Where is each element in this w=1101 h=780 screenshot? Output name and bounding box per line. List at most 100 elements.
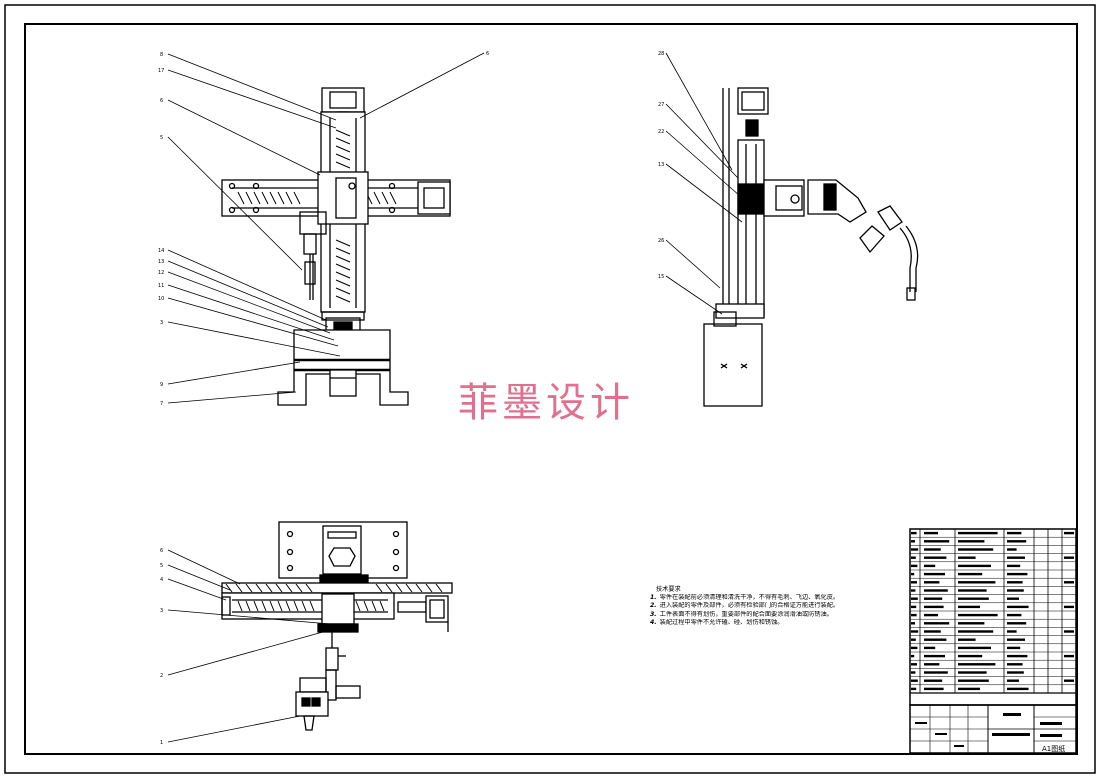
label-front-1: 8 (160, 52, 163, 58)
label-side-6: 15 (658, 274, 664, 280)
parts-cell-mark (911, 597, 918, 600)
parts-cell-mark (958, 572, 983, 576)
parts-cell-mark (1007, 663, 1023, 666)
parts-cell-mark (958, 638, 976, 641)
parts-cell-mark (911, 531, 917, 535)
parts-cell-mark (958, 630, 994, 633)
parts-cell-mark (1007, 671, 1024, 674)
parts-cell-mark (958, 589, 987, 592)
label-top-1: 6 (160, 548, 163, 554)
label-front-9: 10 (158, 296, 164, 302)
parts-cell-mark (911, 671, 916, 674)
parts-cell-mark (911, 605, 917, 609)
outer-frame (4, 4, 1096, 774)
label-front-4: 5 (160, 135, 163, 141)
technical-requirements: 技术要求 1.零件在装配前必须清理和清洗干净，不得有毛刺、飞边、氧化皮。 2.进… (650, 586, 886, 627)
parts-cell-mark (924, 581, 940, 584)
label-front-7: 12 (158, 270, 164, 276)
parts-cell-mark (924, 597, 943, 600)
parts-cell-mark (911, 540, 915, 543)
parts-cell-mark (911, 589, 916, 592)
parts-cell-mark (1007, 622, 1027, 625)
parts-cell-mark (924, 540, 950, 543)
parts-cell-mark (958, 646, 991, 650)
parts-cell-mark (911, 663, 917, 666)
parts-cell-mark (1007, 589, 1024, 592)
parts-cell-mark (911, 548, 919, 551)
parts-cell-mark (1007, 605, 1029, 609)
parts-cell-mark (1007, 679, 1019, 682)
parts-cell-mark (1064, 531, 1074, 535)
parts-cell-mark (1007, 540, 1027, 543)
parts-cell-mark (958, 564, 991, 568)
parts-cell-mark (911, 613, 917, 617)
parts-cell-mark (958, 613, 998, 617)
parts-cell-mark (911, 564, 918, 568)
parts-cell-mark (958, 654, 983, 658)
requirement-item: 2.进入装配的零件及部件，必须有检验部门的合格证方能进行装配。 (650, 602, 840, 610)
parts-cell-mark (924, 556, 947, 559)
label-top-5: 2 (160, 673, 163, 679)
parts-cell-mark (958, 663, 996, 666)
parts-list (909, 528, 1077, 706)
parts-cell-mark (1007, 548, 1017, 551)
horizontal-screw (237, 191, 397, 205)
parts-cell-mark (924, 654, 945, 658)
parts-cell-mark (911, 572, 915, 576)
parts-cell-mark (924, 622, 950, 625)
technical-requirements-title: 技术要求 (656, 586, 681, 593)
label-front-12: 7 (160, 401, 163, 407)
label-side-1: 28 (658, 51, 664, 57)
requirement-item: 3.工件表面不得有划伤，重要部件的配合面要涂润滑油或防锈油。 (650, 610, 833, 618)
parts-cell-mark (924, 531, 938, 535)
label-front-5: 14 (158, 248, 164, 254)
parts-cell-mark (958, 605, 980, 609)
label-front-8: 11 (158, 283, 164, 289)
parts-cell-mark (1007, 572, 1028, 576)
label-front-11: 9 (160, 382, 163, 388)
parts-cell-mark (1064, 630, 1074, 633)
parts-cell-mark (911, 687, 917, 691)
label-top-4: 3 (160, 608, 163, 614)
label-front-10: 3 (160, 320, 163, 326)
parts-cell-mark (1007, 597, 1019, 600)
parts-cell-mark (924, 564, 936, 568)
parts-cell-mark (958, 622, 985, 625)
parts-cell-mark (958, 540, 985, 543)
parts-cell-mark (911, 646, 918, 650)
label-top-6: 1 (160, 740, 163, 746)
parts-cell-mark (1064, 605, 1074, 609)
parts-cell-mark (924, 638, 947, 641)
parts-cell-mark (1007, 556, 1025, 559)
parts-cell-mark (924, 679, 943, 682)
parts-cell-mark (958, 556, 976, 559)
watermark: 菲墨设计 (458, 380, 634, 426)
label-side-3: 22 (658, 129, 664, 135)
parts-cell-mark (911, 654, 915, 658)
parts-cell-mark (1064, 581, 1074, 584)
parts-cell-mark (1007, 646, 1021, 650)
parts-cell-mark (911, 630, 919, 633)
parts-cell-mark (911, 556, 916, 559)
label-top-3: 4 (160, 577, 163, 583)
parts-cell-mark (1007, 654, 1028, 658)
parts-cell-mark (958, 531, 998, 535)
parts-cell-mark (924, 687, 944, 691)
side-view-leaders: 28 27 22 13 26 15 (658, 51, 743, 315)
label-side-2: 27 (658, 102, 664, 108)
parts-cell-mark (924, 572, 945, 576)
top-view-leaders: 6 5 4 3 2 1 (160, 548, 331, 746)
label-side-5: 26 (658, 238, 664, 244)
parts-cell-mark (924, 548, 941, 551)
sheet-number: A1图纸 (1042, 744, 1065, 753)
requirement-item: 1.零件在装配前必须清理和清洗干净，不得有毛刺、飞边、氧化皮。 (650, 594, 840, 602)
parts-cell-mark (1007, 531, 1022, 535)
label-side-4: 13 (658, 162, 664, 168)
parts-cell-mark (958, 679, 989, 682)
top-view (221, 521, 453, 731)
title-block: A1图纸 (909, 704, 1077, 754)
parts-cell-mark (911, 581, 917, 584)
parts-cell-mark (958, 687, 980, 691)
parts-cell-mark (1064, 556, 1074, 559)
